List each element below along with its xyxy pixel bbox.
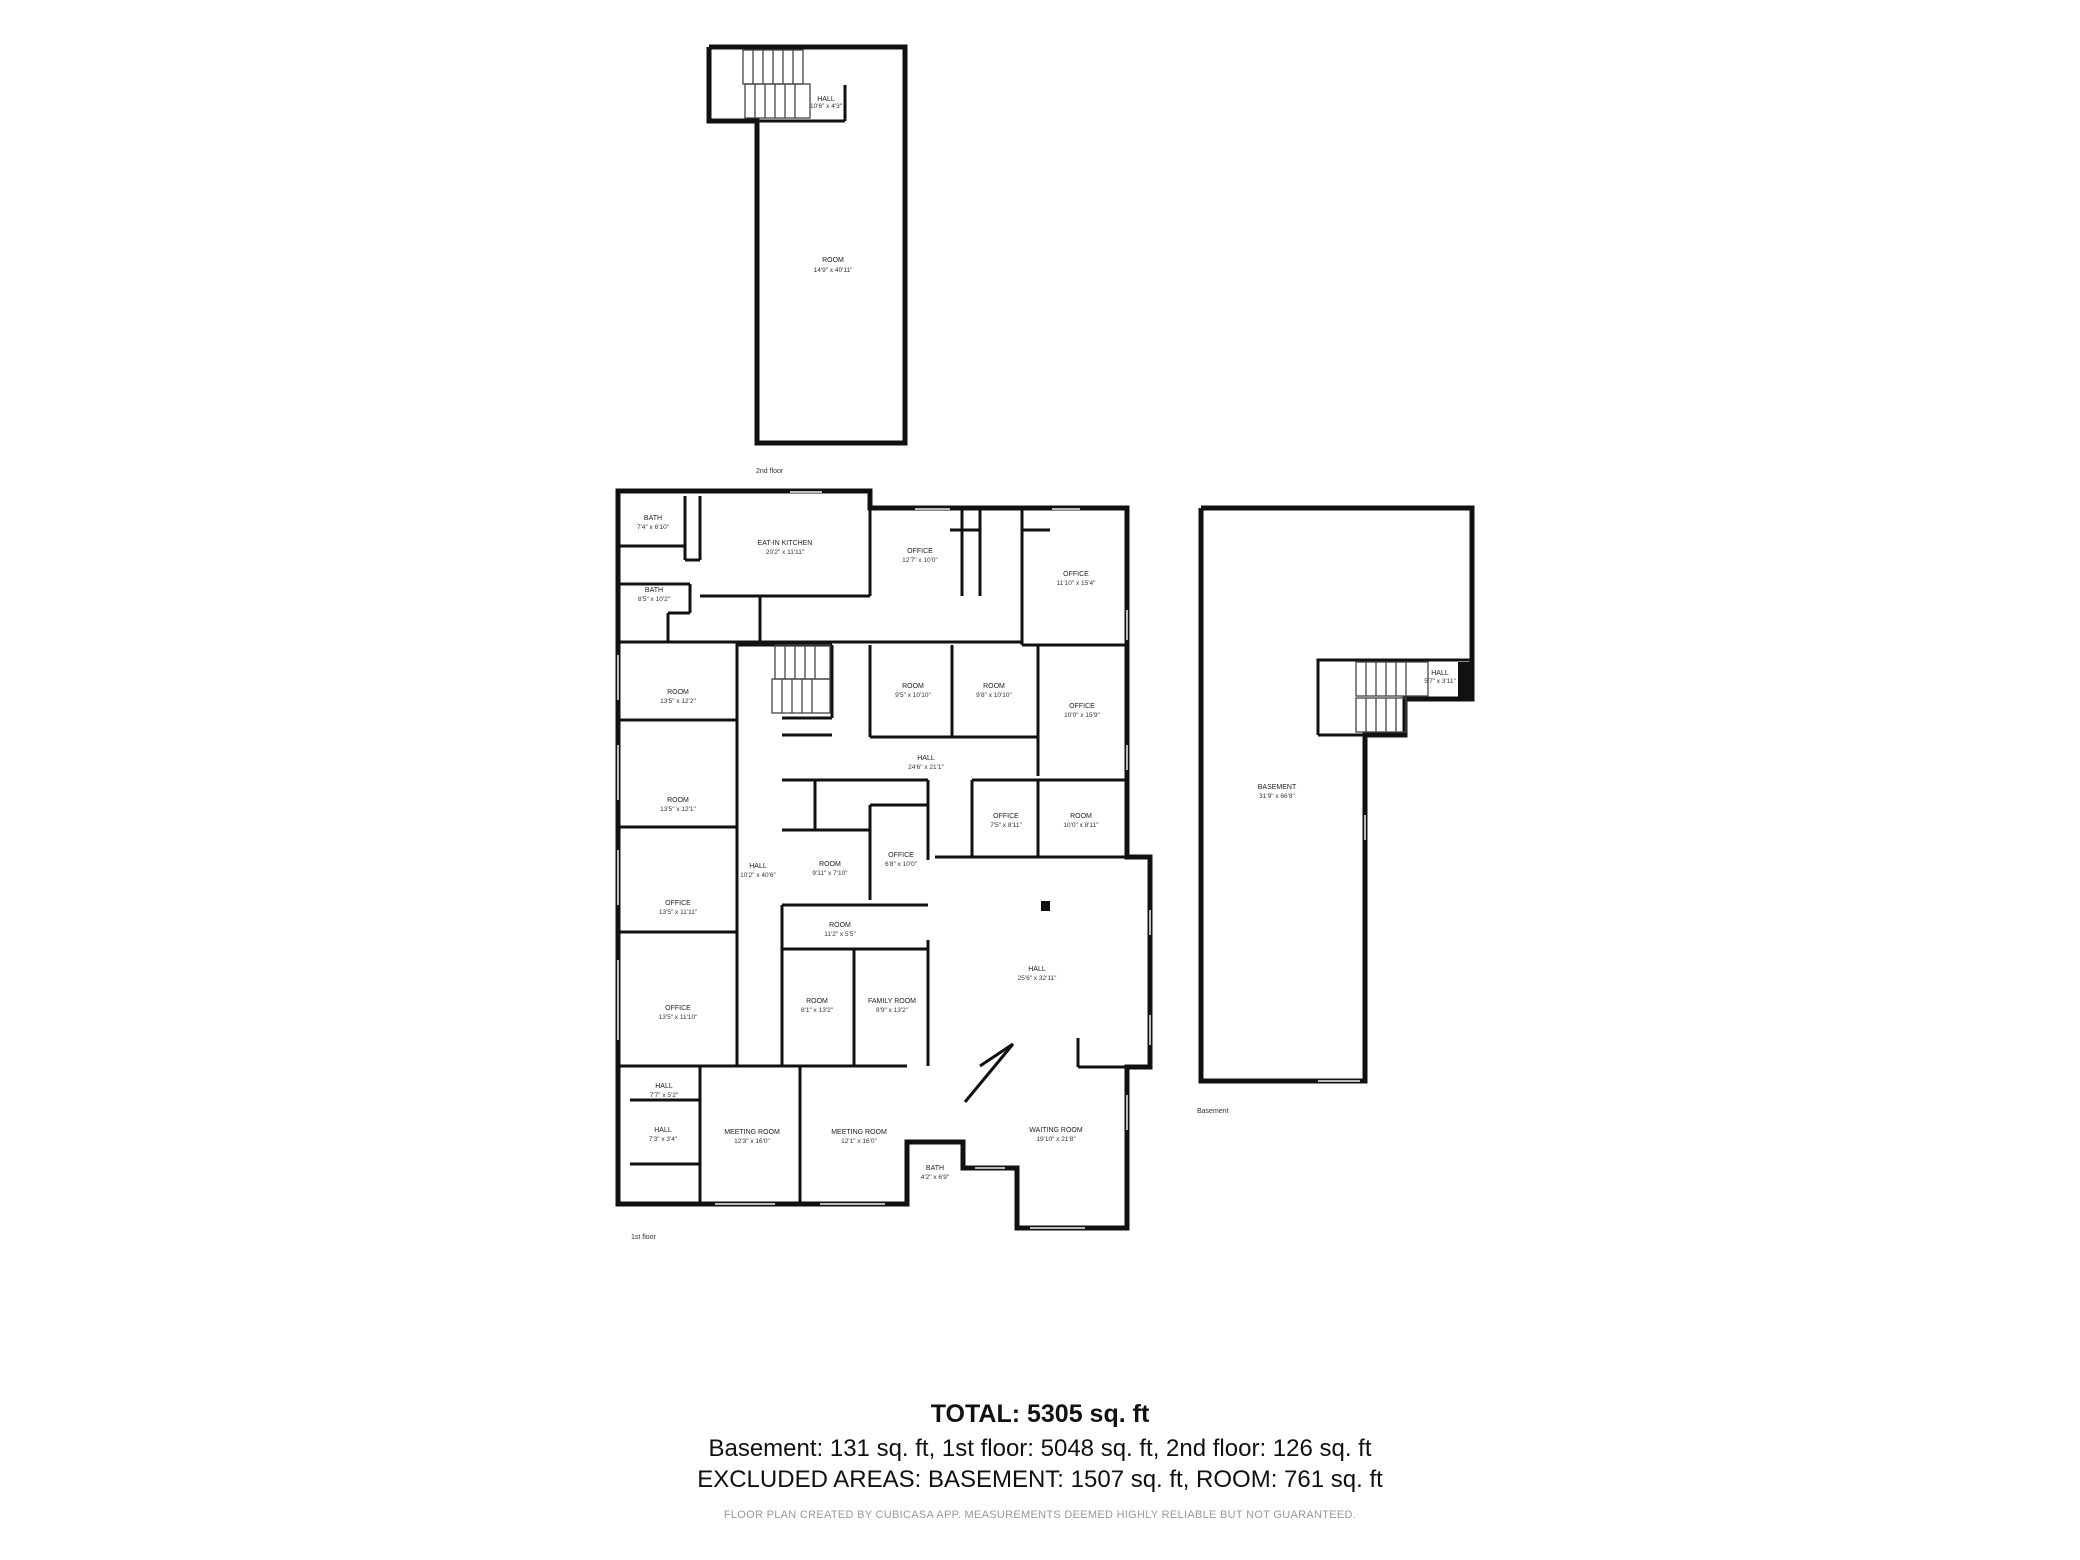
staircase-icon (742, 49, 811, 119)
room-dims: 13'5" x 11'10" (659, 1014, 698, 1021)
room-dims: 9'5" x 10'10" (895, 692, 931, 699)
room-dims: 12'7" x 10'0" (902, 557, 938, 564)
room-name: OFFICE (907, 548, 933, 555)
floor-label-1st: 1st floor (631, 1234, 657, 1241)
room-name: ROOM (902, 683, 924, 690)
room-dims: 6'8" x 10'0" (885, 861, 918, 868)
room-dims: 7'4" x 6'10" (637, 524, 670, 531)
room-name: BATH (644, 515, 662, 522)
room-dims: 8'9" x 13'2" (876, 1007, 909, 1014)
room-name: EAT-IN KITCHEN (758, 540, 813, 547)
room-dims: 20'2" x 11'11" (766, 549, 805, 556)
room-dims: 11'2" x 5'5" (824, 931, 856, 938)
room-name: OFFICE (665, 900, 691, 907)
room-dims: 11'10" x 15'4" (1057, 580, 1096, 587)
room-name: HALL (817, 96, 835, 103)
basement-plan: HALL 5'7" x 3'11" BASEMENT 31'9" x 66'8"… (1197, 505, 1475, 1115)
room-name: OFFICE (993, 813, 1019, 820)
room-dims: 10'0" x 8'11" (1063, 822, 1099, 829)
column-marker (1458, 662, 1472, 698)
first-floor-plan: BATH 7'4" x 6'10" EAT-IN KITCHEN 20'2" x… (615, 488, 1153, 1241)
room-dims: 13'5" x 11'11" (659, 909, 698, 916)
windows (1318, 815, 1366, 1082)
room-name: OFFICE (665, 1005, 691, 1012)
room-name: ROOM (667, 689, 689, 696)
room-dims: 8'1" x 13'2" (801, 1007, 834, 1014)
room-name: ROOM (1070, 813, 1092, 820)
room-dims: 9'11" x 7'10" (812, 870, 848, 877)
room-name: OFFICE (888, 852, 914, 859)
room-dims: 19'10" x 21'8" (1036, 1136, 1076, 1143)
staircase-icon (771, 644, 831, 714)
room-dims: 24'6" x 21'1" (908, 764, 944, 771)
room-name: HALL (655, 1083, 673, 1090)
room-dims: 7'5" x 8'11" (990, 822, 1022, 829)
room-dims: 13'5" x 12'1" (660, 806, 696, 813)
room-dims: 12'3" x 16'0" (734, 1138, 770, 1145)
room-name: OFFICE (1063, 571, 1089, 578)
room-dims: 8'5" x 10'2" (638, 596, 671, 603)
room-dims: 7'7" x 5'2" (650, 1092, 679, 1099)
room-name: OFFICE (1069, 703, 1095, 710)
room-name: HALL (749, 863, 767, 870)
room-name: HALL (654, 1127, 672, 1134)
floor-label-2nd: 2nd floor (756, 468, 784, 475)
room-name: FAMILY ROOM (868, 998, 916, 1005)
area-summary: TOTAL: 5305 sq. ft Basement: 131 sq. ft,… (0, 1400, 2080, 1521)
room-name: MEETING ROOM (724, 1129, 780, 1136)
room-dims: 10'2" x 40'6" (740, 872, 776, 879)
excluded-areas: EXCLUDED AREAS: BASEMENT: 1507 sq. ft, R… (697, 1466, 1383, 1493)
windows (617, 491, 1151, 1229)
room-name: ROOM (829, 922, 851, 929)
room-dims: 14'9" x 40'11" (814, 267, 853, 274)
room-dims: 10'6" x 4'3" (810, 103, 843, 110)
staircase-icon (1355, 661, 1429, 733)
room-name: HALL (917, 755, 935, 762)
room-name: ROOM (806, 998, 828, 1005)
room-dims: 25'6" x 32'11" (1018, 975, 1057, 982)
room-name: BASEMENT (1258, 784, 1297, 791)
room-name: MEETING ROOM (831, 1129, 887, 1136)
room-dims: 5'7" x 3'11" (1424, 678, 1456, 685)
room-dims: 4'2" x 6'9" (921, 1174, 950, 1181)
room-dims: 31'9" x 66'8" (1259, 793, 1295, 800)
room-name: ROOM (667, 797, 689, 804)
interior-walls (618, 496, 1150, 1204)
column-marker (1041, 901, 1050, 911)
room-name: HALL (1431, 670, 1449, 677)
room-name: WAITING ROOM (1029, 1127, 1083, 1134)
room-name: ROOM (983, 683, 1005, 690)
disclaimer: FLOOR PLAN CREATED BY CUBICASA APP. MEAS… (723, 1509, 1357, 1521)
total-area: TOTAL: 5305 sq. ft (930, 1400, 1150, 1428)
room-name: ROOM (822, 257, 844, 264)
room-dims: 10'0" x 15'9" (1064, 712, 1100, 719)
room-name: ROOM (819, 861, 841, 868)
room-name: HALL (1028, 966, 1046, 973)
floor-label-basement: Basement (1197, 1108, 1229, 1115)
room-dims: 13'5" x 12'2" (660, 698, 696, 705)
room-dims: 7'3" x 3'4" (649, 1136, 678, 1143)
room-dims: 12'1" x 16'0" (841, 1138, 877, 1145)
room-name: BATH (645, 587, 663, 594)
floor-areas: Basement: 131 sq. ft, 1st floor: 5048 sq… (708, 1435, 1372, 1462)
second-floor-plan: HALL 10'6" x 4'3" ROOM 14'9" x 40'11" 2n… (706, 44, 908, 475)
room-name: BATH (926, 1165, 944, 1172)
room-dims: 9'8" x 10'10" (976, 692, 1012, 699)
